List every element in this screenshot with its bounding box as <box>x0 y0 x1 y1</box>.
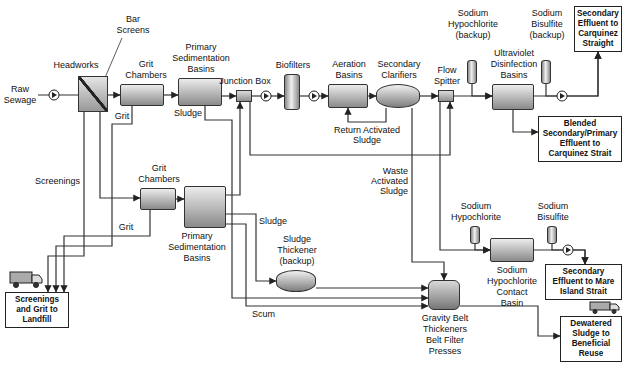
process-unit: Grit Chambers <box>120 84 164 106</box>
flow-label: Grit <box>116 222 136 232</box>
pipe-line <box>100 112 140 198</box>
unit-label: Ultraviolet Disinfection Basins <box>488 48 540 81</box>
unit-label: Sludge Thickener (backup) <box>267 234 327 267</box>
pump-symbol <box>49 90 573 255</box>
pipe-line <box>64 210 150 292</box>
unit-label: Sodium Hypochlorite (backup) <box>445 8 501 41</box>
pipe-line <box>205 106 428 298</box>
unit-label: Grit Chambers <box>124 59 168 81</box>
pipe-line <box>440 102 490 250</box>
pipe-line <box>412 108 444 280</box>
truck-icon <box>10 272 42 288</box>
pipe-line <box>222 95 236 96</box>
pipe-line <box>460 306 560 336</box>
plain-label: Raw Sewage <box>2 84 38 106</box>
unit-label: Sodium Hypochlorite Contact Basin <box>485 265 539 309</box>
pipe-line <box>420 95 438 96</box>
unit-label: Grit Chambers <box>137 163 181 185</box>
process-unit: Sodium Hypochlorite Contact Basin <box>490 238 534 262</box>
outlet-label: Screenings and Grit to Landfill <box>7 295 67 325</box>
flow-label: Sludge <box>259 216 293 226</box>
outlet-label: Blended Secondary/Primary Effluent to Ca… <box>540 119 620 159</box>
unit-label: Headworks <box>51 60 101 71</box>
process-unit: Grit Chambers <box>140 188 176 210</box>
pipe-line <box>534 250 585 264</box>
unit-label: Sodium Hypochlorite <box>448 201 504 223</box>
outlet-label: Dewatered Sludge to Beneficial Reuse <box>562 319 620 359</box>
leader-line <box>104 38 122 80</box>
unit-label: Sodium Bisulfite <box>528 201 578 223</box>
outlet-box: Blended Secondary/Primary Effluent to Ca… <box>538 116 622 162</box>
process-unit: Ultraviolet Disinfection Basins <box>492 84 534 110</box>
unit-label: Secondary Clarifiers <box>374 59 424 81</box>
outlet-box: Screenings and Grit to Landfill <box>5 292 69 328</box>
outlet-box: Secondary Effluent to Carquinez Straight <box>574 6 622 52</box>
unit-label: Biofilters <box>270 60 316 71</box>
unit-label: Sodium Bisulfite (backup) <box>524 8 570 41</box>
pipe-line <box>475 244 490 250</box>
outlet-box: Secondary Effluent to Mare Island Strait <box>545 264 622 300</box>
flow-label: Grit <box>113 111 131 121</box>
plain-label: Bar Screens <box>110 14 156 36</box>
pipe-line <box>348 108 386 122</box>
pipe-line <box>472 84 492 96</box>
pipe-line <box>164 94 178 95</box>
pipe-line <box>552 244 585 264</box>
process-unit: Sodium Bisulfite <box>547 226 557 244</box>
process-unit: Sodium Hypochlorite (backup) <box>467 60 477 84</box>
process-unit: Headworks <box>78 76 108 112</box>
pipe-line <box>226 102 240 195</box>
unit-label: Flow Spitter <box>429 65 465 87</box>
unit-label: Primary Sedimentation Basins <box>172 42 230 75</box>
process-unit: Junction Box <box>236 90 252 102</box>
pipe-line <box>176 198 184 199</box>
process-unit: Sodium Hypochlorite <box>470 226 480 244</box>
flow-label: Return Activated Sludge <box>329 125 405 145</box>
outlet-label: Secondary Effluent to Carquinez Straight <box>576 9 620 49</box>
unit-label: Junction Box <box>215 76 275 87</box>
flow-label: Scum <box>252 309 282 319</box>
process-unit: Primary Sedimentation Basins <box>178 78 222 106</box>
pipe-line <box>546 52 598 96</box>
truck-icon <box>590 302 619 314</box>
pipe-line <box>56 106 132 292</box>
pipe-line <box>513 110 538 132</box>
process-unit: Secondary Clarifiers <box>376 84 420 108</box>
process-unit: Sodium Bisulfite (backup) <box>541 60 551 84</box>
pipe-line <box>226 224 428 306</box>
pipe-line <box>108 94 120 95</box>
process-unit: Primary Sedimentation Basins <box>184 186 226 228</box>
unit-label: Primary Sedimentation Basins <box>167 231 227 264</box>
flow-label: Screenings <box>28 176 80 186</box>
process-unit: Flow Spitter <box>438 90 454 102</box>
pipe-line <box>534 52 598 96</box>
pipe-line <box>48 112 84 292</box>
pipe-line <box>250 102 450 155</box>
unit-label: Aeration Basins <box>327 59 371 81</box>
pipe-line <box>368 95 376 96</box>
flow-label: Sludge <box>168 108 202 118</box>
process-unit: Biofilters <box>284 74 300 110</box>
process-unit: Aeration Basins <box>328 84 368 108</box>
flow-label: Waste Activated Sludge <box>356 166 408 196</box>
pump-impeller <box>52 92 571 253</box>
pipe-line <box>316 287 428 288</box>
unit-label: Gravity Belt Thickeners Belt Filter Pres… <box>414 313 476 357</box>
process-unit: Sludge Thickener (backup) <box>276 270 316 292</box>
process-unit: Gravity Belt Thickeners Belt Filter Pres… <box>428 280 460 310</box>
outlet-box: Dewatered Sludge to Beneficial Reuse <box>560 316 622 362</box>
outlet-label: Secondary Effluent to Mare Island Strait <box>547 267 620 297</box>
